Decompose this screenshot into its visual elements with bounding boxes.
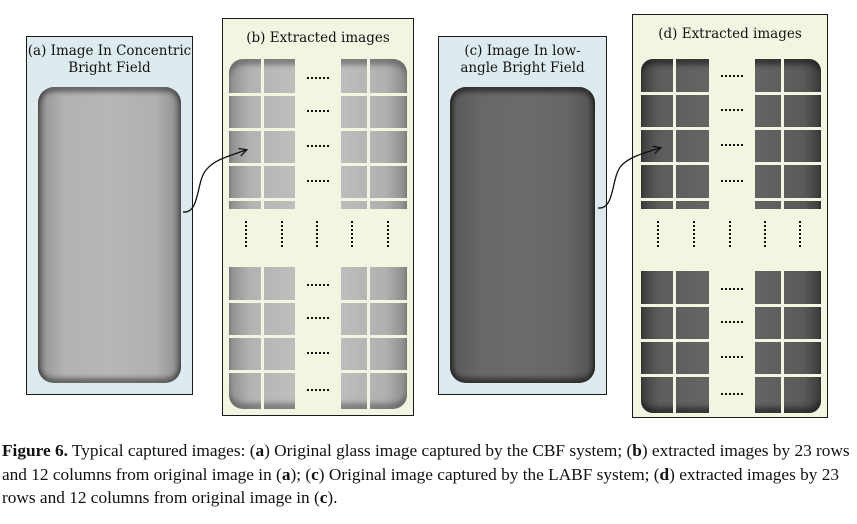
tile-divider-vertical xyxy=(261,59,264,209)
panel-c-title-line1: (c) Image In low- xyxy=(464,43,581,59)
tile-divider-horizontal xyxy=(641,374,821,377)
ellipsis-dots xyxy=(307,77,329,79)
vertical-ellipsis-dots xyxy=(351,221,353,247)
panel-a-title: (a) Image In Concentric Bright Field xyxy=(27,43,192,77)
panel-b-title: (b) Extracted images xyxy=(246,30,390,46)
ellipsis-dots xyxy=(721,393,743,395)
ellipsis-dots xyxy=(721,144,743,146)
caption-ref: b xyxy=(632,441,642,460)
tile-divider-horizontal xyxy=(229,370,407,373)
ellipsis-dots xyxy=(721,75,743,77)
figure-caption: Figure 6. Typical captured images: (a) O… xyxy=(2,439,857,510)
ellipsis-dots xyxy=(307,284,329,286)
caption-ref: c xyxy=(319,488,328,507)
caption-ref: a xyxy=(255,441,265,460)
panel-d-title: (d) Extracted images xyxy=(658,26,802,42)
caption-ref: c xyxy=(311,464,319,484)
panel-c-title-line2: angle Bright Field xyxy=(460,60,585,76)
vertical-ellipsis-dots xyxy=(729,221,731,247)
caption-text: ). xyxy=(327,488,338,507)
extracted-tiles-top xyxy=(229,59,407,209)
vertical-ellipsis-dots xyxy=(281,221,283,247)
tile-divider-horizontal xyxy=(641,92,821,95)
tile-gap xyxy=(295,59,341,209)
tile-divider-horizontal xyxy=(641,304,821,307)
extracted-tiles-top xyxy=(641,59,821,209)
tile-divider-vertical xyxy=(781,59,784,209)
ellipsis-dots xyxy=(721,288,743,290)
caption-text: ); ( xyxy=(290,464,312,484)
ellipsis-dots xyxy=(307,145,329,147)
tile-divider-horizontal xyxy=(229,335,407,338)
caption-ref: a xyxy=(281,464,291,484)
vertical-ellipsis-dots xyxy=(316,221,318,247)
tile-gap xyxy=(709,59,755,209)
ellipsis-dots xyxy=(721,321,743,323)
panel-b-extracted-images: (b) Extracted images xyxy=(222,18,414,416)
ellipsis-dots xyxy=(307,352,329,354)
panel-c-labf-image: (c) Image In low- angle Bright Field xyxy=(438,36,607,395)
caption-text: ) extracted images by 23 rows and 12 col… xyxy=(2,464,840,508)
tile-divider-horizontal xyxy=(229,163,407,166)
panel-d-extracted-images: (d) Extracted images xyxy=(632,14,828,418)
caption-text: ) Original glass image captured by the C… xyxy=(264,441,633,460)
tile-divider-horizontal xyxy=(641,198,821,201)
caption-text: ) Original image captured by the LABF sy… xyxy=(318,464,660,484)
tile-grid-lines xyxy=(229,267,407,409)
panel-a-title-line1: (a) Image In Concentric xyxy=(27,43,192,59)
caption-label: Figure 6. xyxy=(2,441,68,460)
tile-divider-horizontal xyxy=(641,127,821,130)
vertical-ellipsis-dots xyxy=(693,221,695,247)
vertical-ellipsis-dots xyxy=(657,221,659,247)
ellipsis-dots xyxy=(307,389,329,391)
tile-divider-horizontal xyxy=(641,339,821,342)
panel-c-title: (c) Image In low- angle Bright Field xyxy=(439,43,606,77)
caption-text: ) extracted images by 23 rows and 12 col… xyxy=(2,441,850,484)
labf-glass-image xyxy=(450,87,595,383)
tile-divider-vertical xyxy=(673,59,676,209)
ellipsis-dots xyxy=(721,109,743,111)
extracted-tiles-bottom xyxy=(641,271,821,413)
extracted-tiles-bottom xyxy=(229,267,407,409)
vertical-ellipsis-dots xyxy=(764,221,766,247)
tile-divider-horizontal xyxy=(229,128,407,131)
tile-divider-vertical xyxy=(367,59,370,209)
arrow-a-to-b xyxy=(182,150,246,213)
vertical-ellipsis-dots xyxy=(245,221,247,247)
ellipsis-dots xyxy=(307,180,329,182)
tile-divider-horizontal xyxy=(229,300,407,303)
panel-a-title-line2: Bright Field xyxy=(68,60,151,76)
ellipsis-dots xyxy=(721,180,743,182)
ellipsis-dots xyxy=(307,317,329,319)
vertical-ellipsis-dots xyxy=(799,221,801,247)
caption-text: Typical captured images: ( xyxy=(67,441,256,460)
tile-divider-horizontal xyxy=(641,162,821,165)
arrows-layer xyxy=(182,0,857,213)
tile-divider-horizontal xyxy=(229,198,407,201)
tile-divider-horizontal xyxy=(229,93,407,96)
cbf-glass-image xyxy=(38,87,181,383)
vertical-ellipsis-dots xyxy=(387,221,389,247)
tile-grid-lines xyxy=(641,271,821,413)
panel-a-cbf-image: (a) Image In Concentric Bright Field xyxy=(26,36,193,395)
tile-grid-lines xyxy=(641,59,821,209)
ellipsis-dots xyxy=(721,356,743,358)
caption-ref: d xyxy=(659,464,670,484)
ellipsis-dots xyxy=(307,110,329,112)
tile-grid-lines xyxy=(229,59,407,209)
arrow-c-to-d xyxy=(597,148,660,209)
